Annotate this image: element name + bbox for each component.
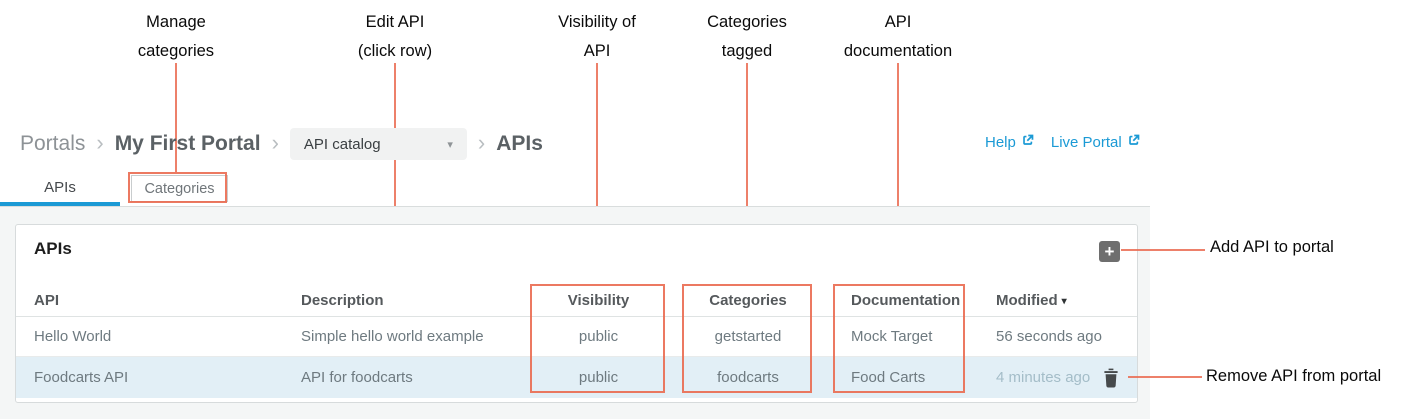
chevron-right-icon: › bbox=[271, 129, 279, 155]
annotation-connector-line bbox=[175, 63, 177, 172]
cell-description: API for foodcarts bbox=[301, 369, 413, 386]
cell-documentation: Mock Target bbox=[851, 328, 933, 345]
annotation-connector-line bbox=[1128, 376, 1202, 378]
external-link-icon bbox=[1021, 133, 1035, 151]
cell-modified: 56 seconds ago bbox=[996, 328, 1102, 345]
annotation-box-visibility-column bbox=[530, 284, 665, 393]
panel-title: APIs bbox=[34, 239, 72, 258]
add-api-button[interactable]: + bbox=[1099, 241, 1120, 262]
breadcrumb-portals[interactable]: Portals bbox=[20, 132, 86, 155]
annotation-connector-line bbox=[1121, 249, 1205, 251]
breadcrumb-current-apis: APIs bbox=[496, 132, 543, 155]
annotation-line2: (click row) bbox=[357, 42, 433, 60]
column-header-visibility: Visibility bbox=[567, 291, 630, 309]
header-links: Help Live Portal bbox=[985, 133, 1141, 151]
breadcrumb: Portals › My First Portal › API catalog … bbox=[20, 126, 543, 162]
chevron-down-icon: ▾ bbox=[447, 138, 453, 151]
sort-desc-icon: ▾ bbox=[1061, 295, 1067, 307]
annotation-add-api: Add API to portal bbox=[1210, 238, 1334, 256]
annotation-manage-categories: Manage categories bbox=[76, 8, 276, 66]
catalog-dropdown-value: API catalog bbox=[303, 135, 381, 153]
annotation-connector-line bbox=[746, 63, 748, 285]
cell-api: Foodcarts API bbox=[34, 369, 129, 386]
cell-visibility: public bbox=[578, 369, 619, 386]
cell-visibility: public bbox=[578, 328, 619, 345]
annotation-line1: Edit API bbox=[365, 13, 425, 31]
cell-modified: 4 minutes ago bbox=[996, 369, 1091, 386]
live-portal-link[interactable]: Live Portal bbox=[1051, 133, 1141, 151]
annotation-line1: Categories bbox=[707, 13, 787, 31]
annotation-line2: documentation bbox=[843, 42, 953, 60]
annotation-box-documentation-column bbox=[833, 284, 965, 393]
chevron-right-icon: › bbox=[96, 129, 104, 155]
cell-api: Hello World bbox=[34, 328, 112, 345]
column-header-categories: Categories bbox=[709, 291, 787, 309]
cell-documentation: Food Carts bbox=[851, 369, 926, 386]
table-header-row: API Description Visibility Categories Do… bbox=[16, 284, 1137, 317]
annotation-line1: API bbox=[884, 13, 912, 31]
annotation-visibility: Visibility of API bbox=[497, 8, 697, 66]
annotation-line2: categories bbox=[137, 42, 215, 60]
annotation-edit-api: Edit API (click row) bbox=[295, 8, 495, 66]
annotation-categories-tagged: Categories tagged bbox=[647, 8, 847, 66]
annotation-box-categories-tab bbox=[128, 172, 227, 203]
tab-apis[interactable]: APIs bbox=[44, 179, 76, 196]
annotation-line2: API bbox=[583, 42, 611, 60]
remove-api-button[interactable] bbox=[1101, 367, 1121, 389]
table-row[interactable]: Hello World Simple hello world example p… bbox=[16, 317, 1137, 357]
column-header-documentation: Documentation bbox=[851, 291, 961, 309]
trash-icon bbox=[1104, 368, 1118, 388]
apis-panel: APIs + API Description Visibility Catego… bbox=[15, 224, 1138, 403]
annotation-line2: tagged bbox=[721, 42, 773, 60]
annotation-api-documentation: API documentation bbox=[798, 8, 998, 66]
annotation-line1: Visibility of bbox=[558, 13, 636, 31]
chevron-right-icon: › bbox=[477, 129, 486, 155]
annotation-connector-line bbox=[897, 63, 899, 285]
external-link-icon bbox=[1127, 133, 1141, 151]
annotation-line1: Manage bbox=[146, 13, 206, 31]
column-header-modified-label: Modified bbox=[996, 291, 1058, 309]
column-header-modified[interactable]: Modified ▾ bbox=[996, 284, 1131, 316]
catalog-dropdown[interactable]: API catalog ▾ bbox=[289, 128, 467, 160]
active-tab-indicator bbox=[0, 202, 120, 206]
annotation-remove-api: Remove API from portal bbox=[1206, 367, 1382, 385]
help-link[interactable]: Help bbox=[985, 133, 1035, 151]
annotation-box-categories-column bbox=[682, 284, 812, 393]
column-header-description: Description bbox=[301, 291, 384, 309]
cell-categories: foodcarts bbox=[717, 369, 779, 386]
plus-icon: + bbox=[1104, 242, 1115, 261]
column-header-api: API bbox=[34, 291, 60, 309]
cell-description: Simple hello world example bbox=[301, 328, 484, 345]
cell-categories: getstarted bbox=[714, 328, 782, 345]
help-link-label: Help bbox=[985, 133, 1016, 151]
breadcrumb-portal-name[interactable]: My First Portal bbox=[114, 132, 261, 155]
annotation-connector-line bbox=[596, 63, 598, 285]
live-portal-link-label: Live Portal bbox=[1050, 133, 1122, 151]
